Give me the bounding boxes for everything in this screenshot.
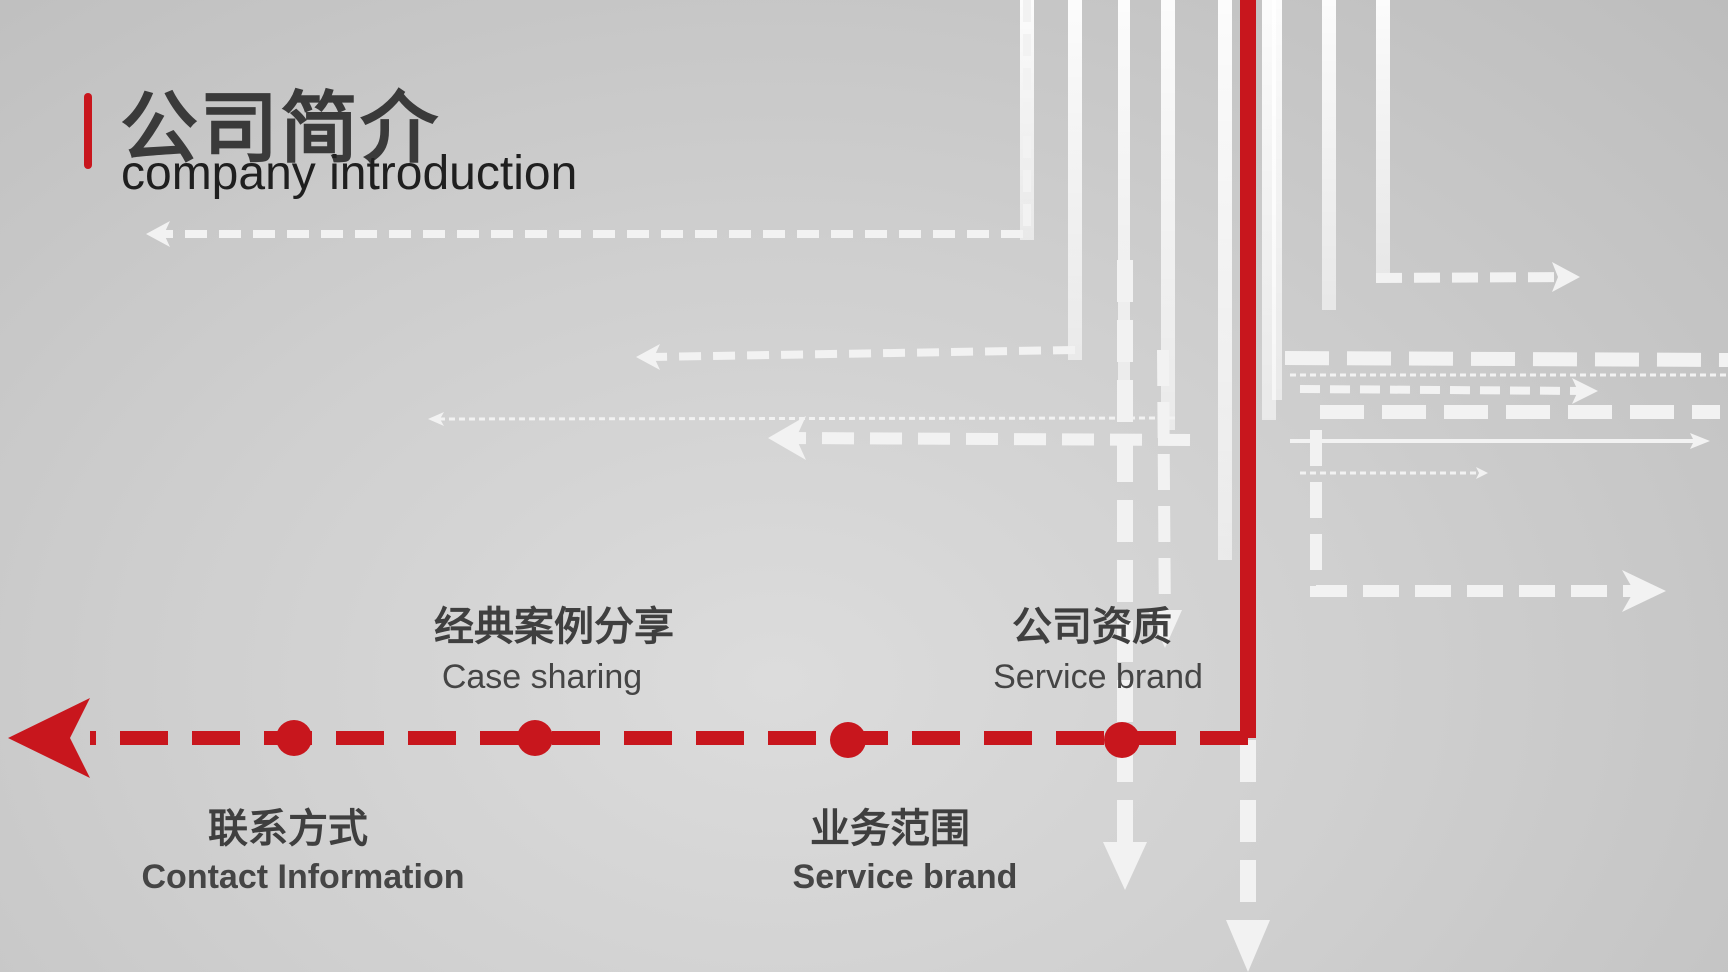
white-dashed-arrows (160, 0, 1728, 940)
page-subtitle: company introduction (121, 147, 578, 200)
timeline-dot (517, 720, 553, 756)
node-qualification-subtitle: Service brand (993, 658, 1203, 696)
red-arrow-head (8, 698, 90, 778)
node-contact-subtitle: Contact Information (141, 858, 465, 896)
page-title: 公司简介 (120, 84, 441, 172)
timeline-dot (830, 722, 866, 758)
node-case-sharing-title: 经典案例分享 (434, 605, 674, 649)
white-vertical-bars (1020, 0, 1390, 560)
node-qualification-title: 公司资质 (1012, 605, 1172, 649)
timeline-dot (1104, 722, 1140, 758)
node-case-sharing-subtitle: Case sharing (441, 658, 643, 696)
node-business-title: 业务范围 (810, 807, 970, 851)
timeline-dot (276, 720, 312, 756)
node-contact-title: 联系方式 (208, 807, 368, 851)
title-accent-bar (84, 93, 92, 169)
red-timeline (8, 0, 1256, 778)
node-business-subtitle: Service brand (792, 858, 1018, 896)
white-arrow-heads (146, 221, 1710, 972)
